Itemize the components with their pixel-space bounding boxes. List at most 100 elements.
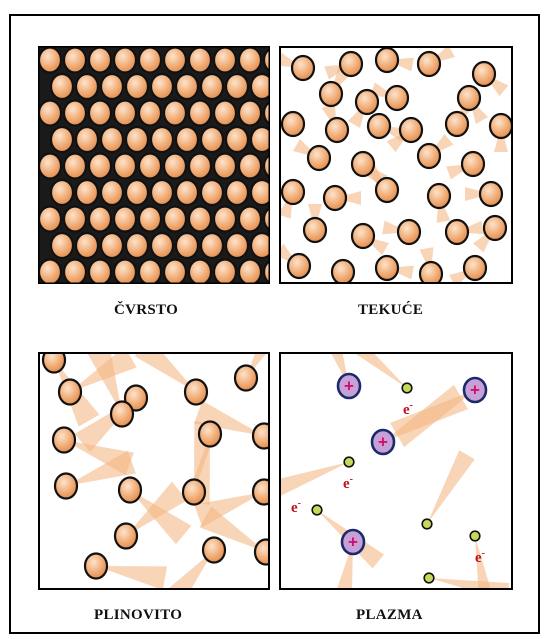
- liquid-particle: [473, 62, 495, 86]
- liquid-particle: [376, 48, 398, 72]
- solid-particle: [114, 154, 136, 179]
- gas-particle: [43, 352, 65, 373]
- solid-particle: [176, 180, 198, 205]
- ion-sign: +: [344, 377, 354, 396]
- solid-particle: [89, 154, 111, 179]
- solid-particle: [164, 260, 186, 285]
- solid-particle: [51, 127, 73, 152]
- solid-particle: [64, 207, 86, 232]
- solid-particle: [64, 48, 86, 73]
- liquid-particle: [352, 224, 374, 248]
- solid-particle: [51, 74, 73, 99]
- solid-particle: [89, 207, 111, 232]
- gas-particle: [53, 428, 75, 453]
- liquid-particle: [340, 52, 362, 76]
- ion: +: [372, 430, 394, 454]
- liquid-particle: [282, 180, 304, 204]
- liquid-particle: [418, 144, 440, 168]
- solid-particle: [251, 233, 270, 258]
- liquid-state-panel: [279, 46, 513, 284]
- solid-particle: [114, 101, 136, 126]
- solid-particle: [89, 260, 111, 285]
- solid-particle: [126, 180, 148, 205]
- solid-particle: [214, 207, 236, 232]
- liquid-particle: [304, 218, 326, 242]
- solid-particle: [189, 48, 211, 73]
- liquid-particle: [462, 152, 484, 176]
- electron-charge: -: [298, 498, 301, 509]
- solid-particle: [226, 180, 248, 205]
- solid-particle: [126, 74, 148, 99]
- gas-particle: [235, 366, 257, 391]
- electron: [424, 573, 434, 583]
- solid-particle: [201, 180, 223, 205]
- solid-particle: [151, 180, 173, 205]
- solid-particle: [176, 74, 198, 99]
- solid-particle: [239, 260, 261, 285]
- solid-particle: [239, 101, 261, 126]
- solid-particle: [139, 260, 161, 285]
- solid-particle: [151, 127, 173, 152]
- electron-charge: -: [410, 400, 413, 411]
- solid-particle: [64, 101, 86, 126]
- ion: +: [338, 374, 360, 398]
- gas-particle: [185, 380, 207, 405]
- liquid-particle: [376, 178, 398, 202]
- solid-particle: [214, 154, 236, 179]
- solid-particle: [214, 260, 236, 285]
- solid-particle: [151, 74, 173, 99]
- plasma-state-panel: ++++e-e-e-e-: [279, 352, 513, 590]
- solid-particle: [151, 233, 173, 258]
- solid-particle: [189, 101, 211, 126]
- solid-particle: [89, 101, 111, 126]
- liquid-particle: [418, 52, 440, 76]
- solid-particle: [114, 48, 136, 73]
- gas-particle: [255, 540, 270, 565]
- solid-particle: [164, 101, 186, 126]
- solid-particle: [239, 207, 261, 232]
- liquid-particle: [326, 118, 348, 142]
- solid-particle: [39, 154, 61, 179]
- solid-particle: [214, 101, 236, 126]
- solid-particle: [101, 74, 123, 99]
- electron: [312, 505, 322, 515]
- solid-particle: [201, 233, 223, 258]
- ion-sign: +: [378, 433, 388, 452]
- solid-particle: [51, 180, 73, 205]
- solid-particle: [139, 48, 161, 73]
- solid-particle: [226, 233, 248, 258]
- solid-particle: [76, 233, 98, 258]
- liquid-particle: [428, 184, 450, 208]
- solid-particle: [251, 74, 270, 99]
- liquid-particle: [288, 254, 310, 278]
- gas-particle: [85, 554, 107, 579]
- liquid-particle: [332, 260, 354, 284]
- solid-particle: [251, 180, 270, 205]
- electron-charge: -: [350, 474, 353, 485]
- solid-particle: [89, 48, 111, 73]
- liquid-particle: [446, 220, 468, 244]
- liquid-particle: [282, 112, 304, 136]
- gas-particle: [59, 380, 81, 405]
- gas-particle: [253, 424, 270, 449]
- solid-particle: [126, 233, 148, 258]
- solid-particle: [139, 101, 161, 126]
- ion: +: [464, 378, 486, 402]
- solid-particle: [239, 48, 261, 73]
- solid-particle: [201, 127, 223, 152]
- liquid-particle: [398, 220, 420, 244]
- liquid-particle: [480, 182, 502, 206]
- electron: [402, 383, 412, 393]
- solid-particle: [176, 233, 198, 258]
- solid-particle: [76, 74, 98, 99]
- electron-charge: -: [482, 548, 485, 559]
- ion-sign: +: [470, 381, 480, 400]
- liquid-particle: [386, 86, 408, 110]
- plasma-label: PLAZMA: [356, 607, 423, 624]
- solid-particle: [164, 207, 186, 232]
- solid-particle: [126, 127, 148, 152]
- solid-state-panel: [38, 46, 270, 284]
- solid-particle: [201, 74, 223, 99]
- solid-particle: [64, 154, 86, 179]
- liquid-particle: [464, 256, 486, 280]
